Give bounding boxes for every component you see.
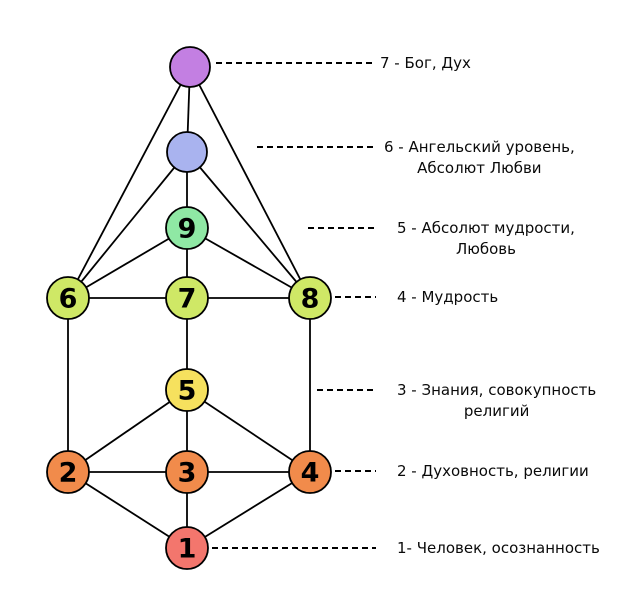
node-9-circle	[165, 206, 209, 250]
edge-spirit-6	[67, 66, 191, 299]
node-5-label: 5	[178, 376, 197, 407]
node-spirit-circle	[169, 46, 211, 88]
node-1-circle	[165, 526, 209, 570]
edge-4-1	[186, 471, 311, 549]
node-3-circle	[165, 450, 209, 494]
node-8-label: 8	[301, 284, 320, 315]
callout-label-6: 6 - Ангельский уровень, Абсолют Любви	[384, 137, 575, 179]
edge-5-4	[186, 389, 311, 473]
edge-5-2	[67, 389, 188, 473]
callout-label-2: 2 - Духовность, религии	[397, 461, 589, 482]
edge-2-1	[67, 471, 188, 549]
callout-text-line: Абсолют Любви	[417, 159, 542, 177]
node-7-label: 7	[178, 284, 197, 315]
node-6-circle	[46, 276, 90, 320]
node-8-circle	[288, 276, 332, 320]
callout-text-line: 1- Человек, осознанность	[397, 539, 600, 557]
callout-text-line: 5 - Абсолют мудрости,	[397, 219, 575, 237]
edge-9-6	[67, 227, 188, 299]
callout-label-1: 1- Человек, осознанность	[397, 538, 600, 559]
node-angel-circle	[166, 131, 208, 173]
edge-9-8	[186, 227, 311, 299]
callout-text-line: 7 - Бог, Дух	[380, 54, 471, 72]
callout-text-line: 2 - Духовность, религии	[397, 462, 589, 480]
edge-angel-6	[67, 151, 188, 299]
node-6-label: 6	[59, 284, 78, 315]
callout-label-5: 5 - Абсолют мудрости, Любовь	[397, 218, 575, 260]
callout-label-3: 3 - Знания, совокупность религий	[397, 380, 596, 422]
edge-angel-8	[186, 151, 311, 299]
node-9-label: 9	[178, 214, 197, 245]
edge-spirit-8	[189, 66, 311, 299]
node-2-circle	[46, 450, 90, 494]
callout-text-line: Любовь	[455, 240, 516, 258]
callout-text-line: 4 - Мудрость	[397, 288, 499, 306]
node-7-circle	[165, 276, 209, 320]
node-3-label: 3	[178, 458, 197, 489]
callout-text-line: 3 - Знания, совокупность	[397, 381, 597, 399]
callout-label-7: 7 - Бог, Дух	[380, 53, 471, 74]
node-2-label: 2	[59, 458, 78, 489]
node-5-circle	[165, 368, 209, 412]
callout-text-line: 6 - Ангельский уровень,	[384, 138, 575, 156]
callout-text-line: религий	[463, 402, 530, 420]
node-4-circle	[288, 450, 332, 494]
callout-label-4: 4 - Мудрость	[397, 287, 498, 308]
node-1-label: 1	[178, 534, 197, 565]
node-4-label: 4	[301, 458, 320, 489]
